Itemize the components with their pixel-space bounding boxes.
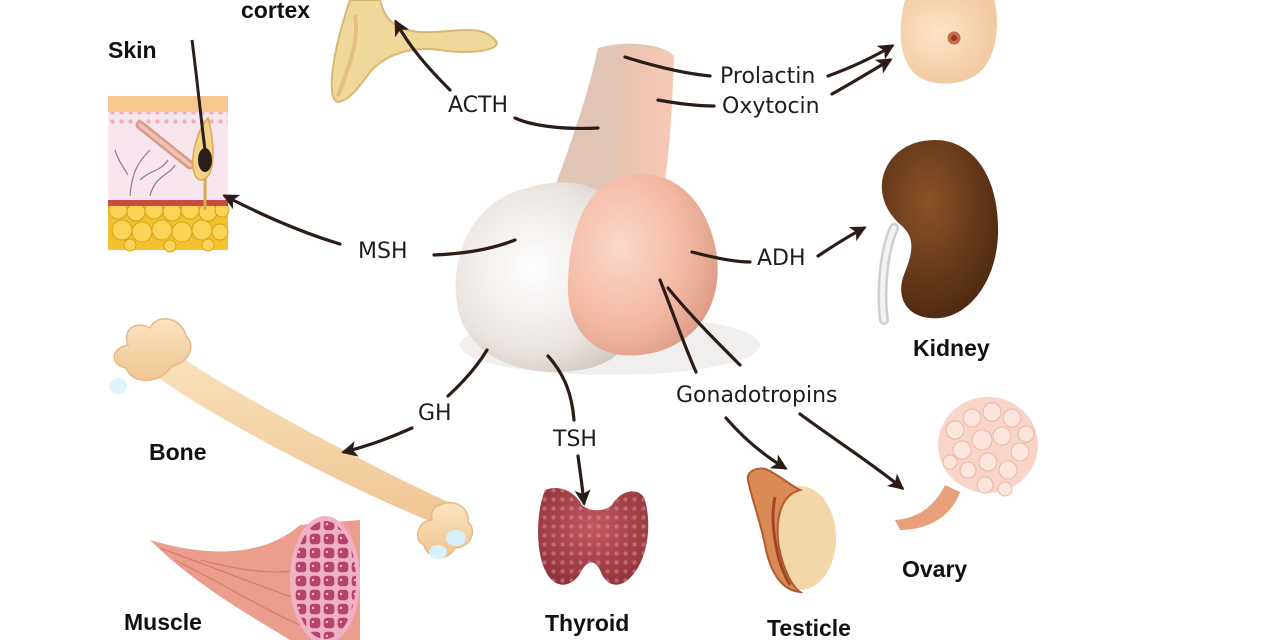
muscle-icon bbox=[150, 516, 360, 640]
gonadotropins-arrow-ovary bbox=[798, 412, 905, 490]
gonadotropins-line-1 bbox=[658, 278, 698, 374]
pituitary-gland-icon bbox=[455, 43, 760, 375]
bone-icon bbox=[109, 318, 474, 559]
msh-arrow bbox=[222, 194, 342, 246]
oxytocin-line bbox=[656, 98, 716, 108]
organ-label-thyroid: Thyroid bbox=[545, 610, 629, 636]
kidney-icon bbox=[877, 140, 999, 325]
hormone-label-tsh: TSH bbox=[552, 427, 597, 452]
hormone-labels: ACTH Prolactin Oxytocin MSH ADH GH TSH G… bbox=[358, 64, 838, 452]
testicle-icon bbox=[746, 467, 836, 594]
msh-line bbox=[432, 238, 517, 257]
gh-arrow bbox=[341, 426, 414, 457]
acth-line bbox=[513, 116, 600, 130]
organ-label-ovary: Ovary bbox=[902, 556, 967, 582]
ovary-icon bbox=[895, 397, 1038, 530]
organ-label-skin: Skin bbox=[108, 37, 157, 63]
hormone-label-prolactin: Prolactin bbox=[720, 64, 815, 89]
acth-arrow bbox=[394, 19, 452, 92]
skin-section-icon bbox=[108, 39, 230, 253]
gonadotropins-arrow-testicle bbox=[724, 416, 788, 470]
hormone-label-gonadotropins: Gonadotropins bbox=[676, 383, 838, 408]
prolactin-arrow bbox=[826, 44, 895, 78]
prolactin-line bbox=[623, 55, 712, 78]
organ-label-adrenal-cortex: cortex bbox=[241, 0, 310, 23]
tsh-arrow bbox=[574, 454, 591, 506]
gh-line bbox=[446, 348, 489, 398]
organ-label-bone: Bone bbox=[149, 439, 207, 465]
hormone-label-adh: ADH bbox=[757, 246, 806, 271]
adrenal-cortex-icon bbox=[330, 0, 498, 104]
organ-labels: cortex Skin Kidney Bone Muscle Thyroid T… bbox=[108, 0, 990, 640]
hormone-arrows bbox=[222, 19, 905, 506]
hormone-label-msh: MSH bbox=[358, 239, 408, 264]
organ-label-muscle: Muscle bbox=[124, 609, 202, 635]
organ-label-testicle: Testicle bbox=[767, 615, 851, 640]
breast-icon bbox=[900, 0, 998, 84]
adh-line bbox=[690, 250, 752, 264]
organ-label-kidney: Kidney bbox=[913, 335, 990, 361]
adh-arrow bbox=[816, 226, 867, 258]
oxytocin-arrow bbox=[830, 58, 893, 96]
gonadotropins-line-2 bbox=[666, 286, 742, 367]
tsh-line bbox=[546, 354, 576, 422]
hormone-label-oxytocin: Oxytocin bbox=[722, 94, 820, 119]
hormone-label-acth: ACTH bbox=[448, 93, 508, 118]
thyroid-icon bbox=[538, 487, 649, 585]
hormone-label-gh: GH bbox=[418, 401, 452, 426]
